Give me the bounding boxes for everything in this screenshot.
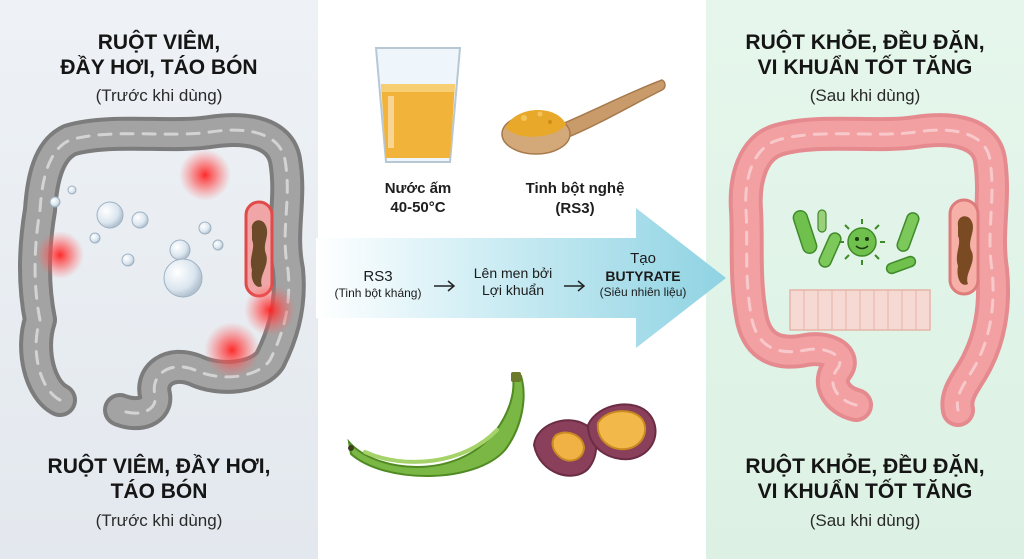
before-bottom-subtitle: (Trước khi dùng) [95,511,223,530]
after-top-title: RUỘT KHỎE, ĐỀU ĐẶN, VI KHUẨN TỐT TĂNG [745,31,985,80]
green-banana-icon [347,372,525,477]
flow-arrow-1 [434,280,456,292]
sweet-potato-icon [532,403,657,477]
flow-step-butyrate-sub: (Siêu nhiên liệu) [599,284,687,299]
bubble-icon [49,185,224,298]
turmeric-label: Tinh bột nghệ [525,180,625,197]
before-top-title: RUỘT VIÊM, ĐẦY HƠI, TÁO BÓN [60,31,258,80]
before-bottom-title: RUỘT VIÊM, ĐẦY HƠI, TÁO BÓN [47,455,271,504]
turmeric-sublabel: (RS3) [555,200,595,217]
after-bottom-subtitle: (Sau khi dùng) [809,511,921,530]
flow-step-butyrate: Tạo BUTYRATE (Siêu nhiên liệu) [578,250,708,299]
flow-step-rs3-main: RS3 [363,268,393,285]
flow-step-butyrate-top: Tạo [630,250,656,267]
after-bottom-title: RUỘT KHỎE, ĐỀU ĐẶN, VI KHUẨN TỐT TĂNG [745,455,985,504]
after-top-subtitle: (Sau khi dùng) [809,86,921,105]
inflamed-colon-illustration [18,113,306,431]
flow-step-ferment: Lên men bởi Lợi khuẩn [473,265,553,298]
bacteria-icon [792,209,920,275]
water-label: Nước ấm 40-50°C [384,180,452,216]
flow-step-rs3: RS3 (Tinh bột kháng) [318,268,438,300]
flow-step-rs3-sub: (Tinh bột kháng) [334,286,422,300]
flow-step-butyrate-main: BUTYRATE [605,268,681,284]
before-top-subtitle: (Trước khi dùng) [95,86,223,105]
process-arrow [316,208,726,348]
flow-arrow-2 [564,280,586,292]
turmeric-spoon-icon [501,79,666,155]
healthy-colon-illustration [728,113,1011,427]
water-glass-icon [374,47,462,163]
